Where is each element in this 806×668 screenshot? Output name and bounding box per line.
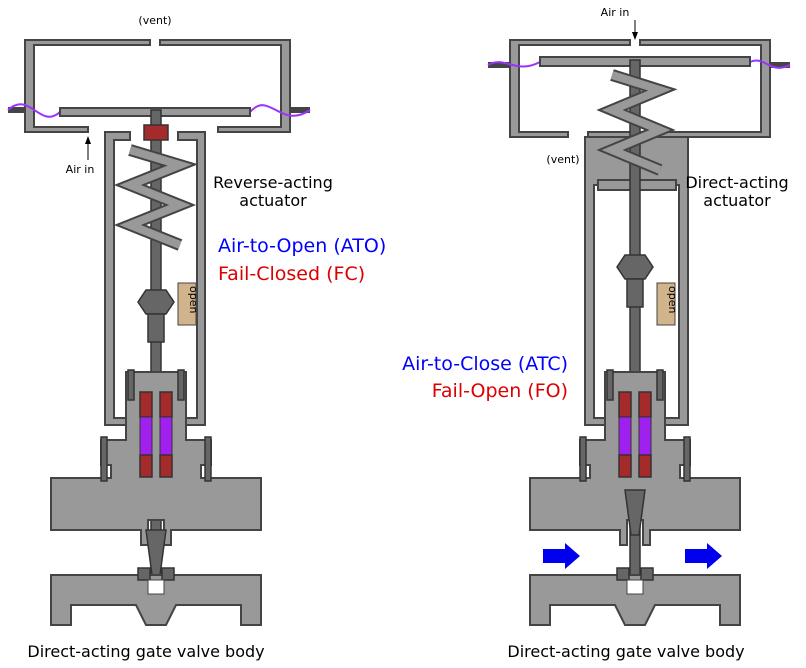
right-scale-label: open: [666, 286, 679, 313]
left-actuator-label-2: actuator: [239, 191, 307, 210]
right-gate: [624, 489, 646, 536]
right-valve: open Air in (vent) Direct-acting actuato…: [402, 6, 791, 661]
right-actuator-label: Direct-acting: [685, 173, 788, 192]
left-action-label: Air-to-Open (ATO): [218, 235, 386, 257]
right-actuator-label-2: actuator: [703, 191, 771, 210]
left-actuator-label: Reverse-acting: [213, 173, 333, 192]
left-actuator-casing: [24, 39, 291, 133]
right-vent-label: (vent): [546, 153, 579, 166]
right-air-in-label: Air in: [601, 6, 630, 19]
right-position-scale: [656, 282, 676, 326]
left-position-scale: [177, 282, 197, 326]
flow-arrow-left: [543, 543, 580, 569]
left-valve: open (vent) Air in Reverse-acting actuat…: [7, 14, 386, 661]
left-yoke: [104, 131, 206, 426]
left-scale-label: open: [187, 286, 200, 313]
right-actuator-casing: [509, 39, 771, 138]
left-body-caption: Direct-acting gate valve body: [27, 642, 264, 661]
left-vent-label: (vent): [138, 14, 171, 27]
left-fail-label: Fail-Closed (FC): [218, 263, 365, 285]
right-fail-label: Fail-Open (FO): [432, 380, 568, 402]
right-body-caption: Direct-acting gate valve body: [507, 642, 744, 661]
right-diaphragm-plate: [539, 56, 751, 67]
flow-arrow-right: [685, 543, 722, 569]
right-action-label: Air-to-Close (ATC): [402, 353, 568, 375]
left-air-in-label: Air in: [66, 163, 95, 176]
